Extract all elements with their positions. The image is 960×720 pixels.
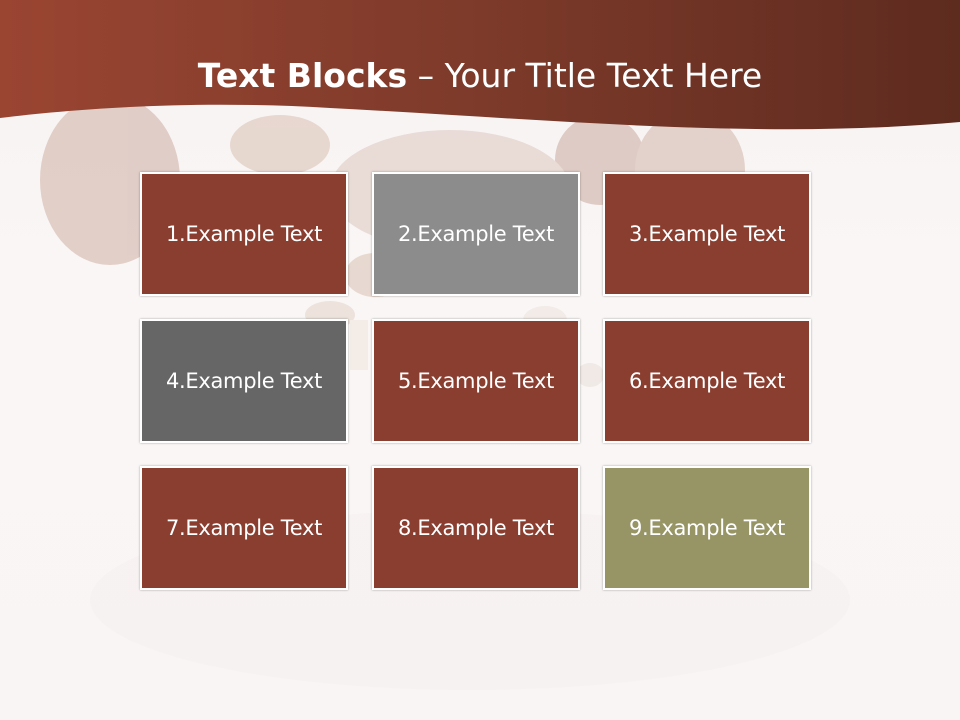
text-block-2[interactable]: 2.Example Text: [372, 172, 580, 296]
slide-title: Text Blocks – Your Title Text Here: [0, 54, 960, 98]
text-block-7[interactable]: 7.Example Text: [140, 466, 348, 590]
text-block-4[interactable]: 4.Example Text: [140, 319, 348, 443]
text-block-8[interactable]: 8.Example Text: [372, 466, 580, 590]
text-block-9[interactable]: 9.Example Text: [603, 466, 811, 590]
title-bold-part: Text Blocks: [197, 56, 408, 95]
title-separator: –: [407, 56, 445, 95]
text-block-3[interactable]: 3.Example Text: [603, 172, 811, 296]
title-rest: Your Title Text Here: [444, 56, 763, 95]
text-block-1[interactable]: 1.Example Text: [140, 172, 348, 296]
text-block-5[interactable]: 5.Example Text: [372, 319, 580, 443]
text-block-6[interactable]: 6.Example Text: [603, 319, 811, 443]
